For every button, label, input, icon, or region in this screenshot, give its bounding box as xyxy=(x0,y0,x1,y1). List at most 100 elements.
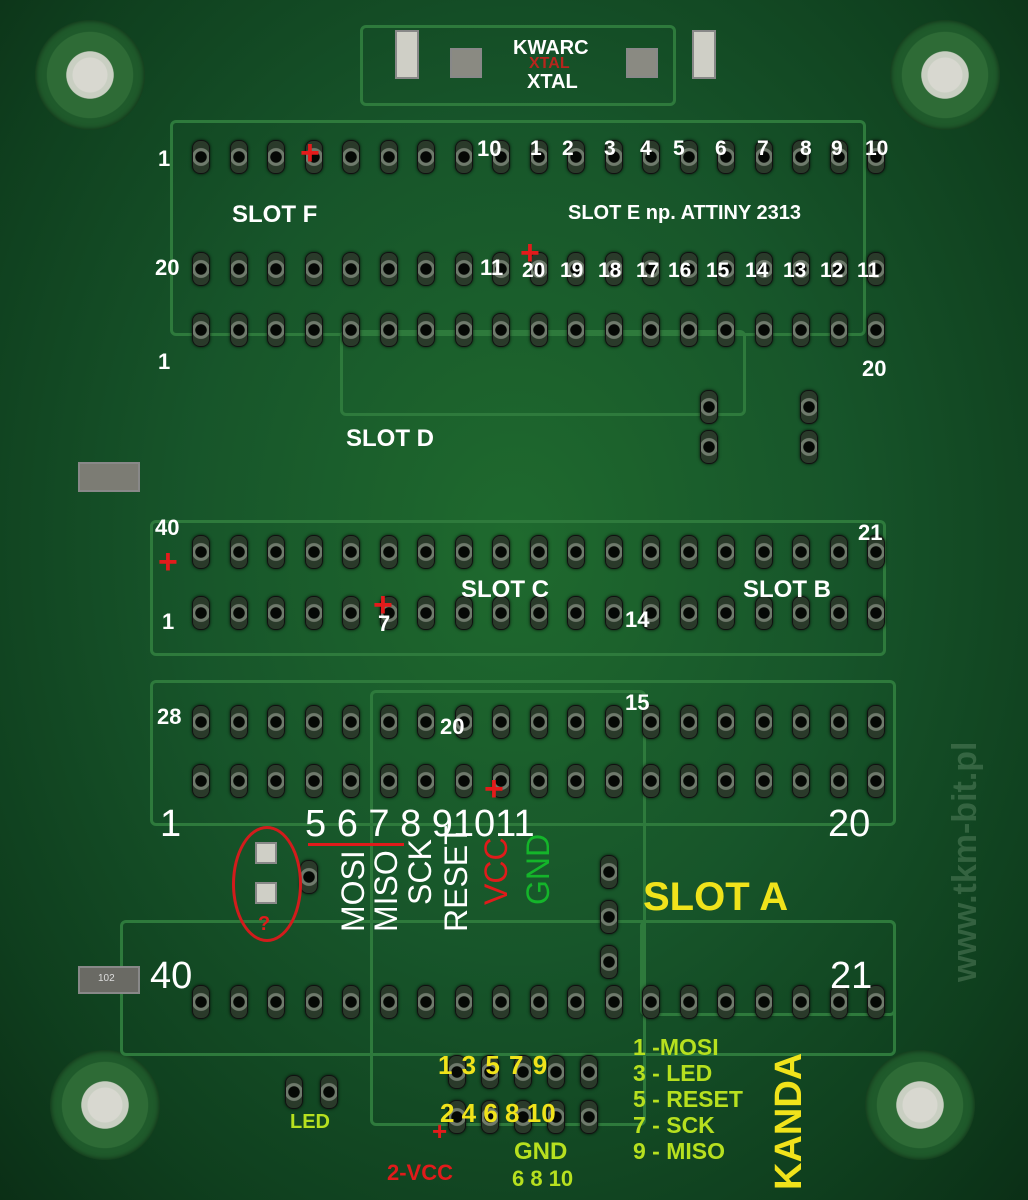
solder-pad xyxy=(267,313,285,347)
solder-pad xyxy=(320,1075,338,1109)
solder-pad xyxy=(642,535,660,569)
solder-pad xyxy=(379,764,398,798)
solder-pad xyxy=(342,140,360,174)
solder-pad xyxy=(492,140,510,174)
solder-pad xyxy=(717,705,735,739)
slot-e-pin-7: 7 xyxy=(757,137,769,160)
solder-pad xyxy=(867,313,885,347)
solder-pad xyxy=(492,535,510,569)
solder-pad xyxy=(379,705,398,739)
solder-pad xyxy=(600,900,618,934)
solder-pad xyxy=(717,313,735,347)
solder-pad xyxy=(304,985,323,1019)
solder-pad xyxy=(229,535,248,569)
mounting-hole-bottom-left xyxy=(50,1050,160,1160)
slot-a-title: SLOT A xyxy=(643,875,789,919)
solder-pad xyxy=(492,596,510,630)
solder-pad xyxy=(454,313,473,347)
slot-e-pin-20: 20 xyxy=(522,259,546,282)
solder-pad xyxy=(829,535,848,569)
solder-pad xyxy=(379,313,398,347)
solder-pad xyxy=(492,252,510,286)
slot-a-pin1: 1 xyxy=(160,803,182,845)
signal-reset: RESET xyxy=(438,825,474,932)
mounting-hole-top-left xyxy=(35,20,145,130)
solder-pad xyxy=(417,252,435,286)
solder-pad xyxy=(642,764,660,798)
solder-pad xyxy=(529,313,548,347)
solder-pad xyxy=(642,313,660,347)
slot-a-pin-numbers: 5 6 7 8 91011 xyxy=(305,803,535,845)
solder-pad xyxy=(304,535,323,569)
slot-a-pin20-top: 20 xyxy=(440,714,465,739)
solder-pad xyxy=(679,313,698,347)
solder-pad xyxy=(829,313,848,347)
solder-pad xyxy=(229,252,248,286)
solder-pad xyxy=(300,860,318,894)
solder-pad xyxy=(481,1055,499,1089)
solder-pad xyxy=(379,140,398,174)
solder-pad xyxy=(792,596,810,630)
solder-pad xyxy=(754,140,773,174)
solder-pad xyxy=(342,596,360,630)
slot-e-pin-2: 2 xyxy=(562,137,574,160)
slot-f-pin1: 1 xyxy=(158,146,171,171)
slot-d-pin1: 1 xyxy=(158,349,171,374)
slot-e-pin-18: 18 xyxy=(598,259,622,282)
led-label: LED xyxy=(290,1111,330,1133)
solder-pad xyxy=(229,705,248,739)
solder-pad xyxy=(229,596,248,630)
solder-pad xyxy=(867,985,885,1019)
trace xyxy=(370,690,646,1126)
solder-pad xyxy=(600,945,618,979)
solder-pad xyxy=(567,596,585,630)
solder-pad xyxy=(454,596,473,630)
slot-c-pin7: 7 xyxy=(378,611,391,636)
solder-pad xyxy=(604,140,623,174)
mounting-hole-bottom-right xyxy=(865,1050,975,1160)
slot-b-title: SLOT B xyxy=(743,576,831,603)
solder-pad xyxy=(829,705,848,739)
solder-pad xyxy=(717,140,735,174)
mounting-hole-top-right xyxy=(890,20,1000,130)
kanda-header-bottom: 2 4 6 8 10 xyxy=(440,1098,556,1128)
solder-pad xyxy=(754,252,773,286)
slot-e-pin-19: 19 xyxy=(560,259,584,282)
solder-pad xyxy=(342,705,360,739)
solder-pad xyxy=(529,140,548,174)
solder-pad xyxy=(547,1055,565,1089)
gnd-pins-label: 6 8 10 xyxy=(512,1166,574,1191)
solder-pad xyxy=(604,313,623,347)
solder-pad xyxy=(792,313,810,347)
kanda-legend-item: 7 - SCK xyxy=(633,1112,715,1138)
solder-pad xyxy=(567,313,585,347)
solder-pad xyxy=(529,985,548,1019)
solder-pad xyxy=(267,764,285,798)
solder-pad xyxy=(604,535,623,569)
slot-c-pin15: 15 xyxy=(625,690,650,715)
solder-pad xyxy=(529,252,548,286)
solder-pad xyxy=(481,1100,499,1134)
solder-pad xyxy=(792,764,810,798)
solder-pad xyxy=(717,764,735,798)
solder-pad xyxy=(379,596,398,630)
polarity-plus: + xyxy=(373,586,393,624)
solder-pad xyxy=(229,313,248,347)
solder-pad xyxy=(267,535,285,569)
xtal-label: XTAL xyxy=(527,71,578,93)
slot-d-title: SLOT D xyxy=(346,425,434,452)
solder-pad xyxy=(679,596,698,630)
polarity-plus: + xyxy=(432,1116,448,1146)
solder-pad xyxy=(567,252,585,286)
solder-pad xyxy=(529,596,548,630)
solder-pad xyxy=(304,140,323,174)
solder-pad xyxy=(867,252,885,286)
solder-pad xyxy=(454,705,473,739)
solder-pad xyxy=(417,313,435,347)
solder-pad xyxy=(304,313,323,347)
solder-pad xyxy=(342,535,360,569)
kwarc-label: KWARC xyxy=(513,37,589,59)
solder-pad xyxy=(754,535,773,569)
unknown-marker xyxy=(232,826,302,942)
polarity-plus: + xyxy=(520,234,540,272)
